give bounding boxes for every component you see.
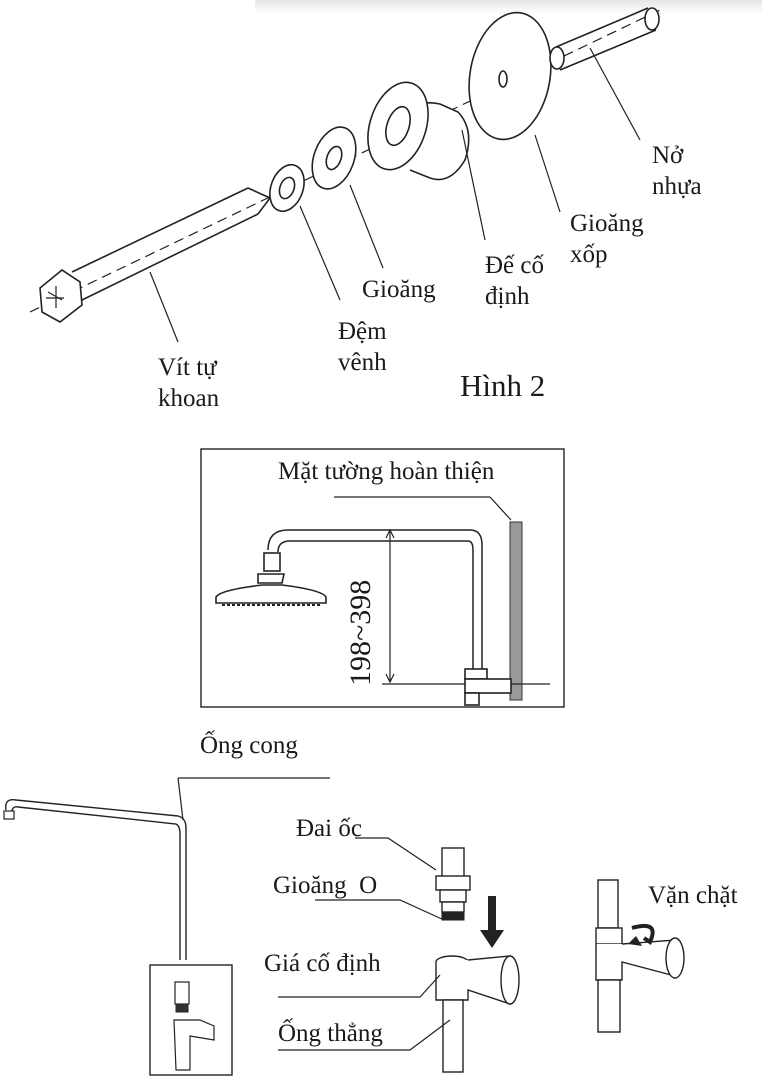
label-finished-wall: Mặt tường hoàn thiện	[278, 458, 495, 485]
label-foam-gasket: Gioăng xốp	[570, 210, 644, 268]
fixing-base	[367, 81, 470, 181]
label-o-ring: Gioăng O	[273, 872, 378, 899]
washer	[311, 126, 357, 190]
label-curved-pipe: Ống cong	[200, 732, 298, 759]
top-shadow	[255, 0, 762, 14]
label-plastic-anchor: Nở nhựa	[652, 142, 702, 200]
exploded-assembly	[29, 7, 661, 343]
label-nut: Đai ốc	[296, 815, 362, 842]
label-gasket: Gioăng	[362, 276, 436, 303]
figure-caption: Hình 2	[460, 368, 546, 403]
pipe-assembly	[3, 777, 685, 1076]
label-spring-washer: Đệm vênh	[338, 318, 387, 376]
label-fixing-base: Đế cố định	[485, 252, 544, 310]
rotate-arrow	[631, 923, 655, 945]
label-straight-pipe: Ống thẳng	[278, 1020, 383, 1047]
label-fixing-bracket: Giá cố định	[264, 950, 381, 977]
label-self-drilling-screw: Vít tự khoan	[158, 354, 220, 412]
spring-washer	[269, 163, 305, 213]
dimension-label: 198~398	[344, 579, 377, 686]
wall-diagram	[200, 448, 565, 708]
self-drilling-screw	[39, 187, 272, 323]
plastic-anchor	[549, 7, 660, 71]
foam-gasket	[468, 11, 552, 141]
down-arrow	[480, 896, 504, 948]
label-tighten: Vặn chặt	[648, 882, 738, 909]
wall-hatch	[509, 521, 523, 701]
